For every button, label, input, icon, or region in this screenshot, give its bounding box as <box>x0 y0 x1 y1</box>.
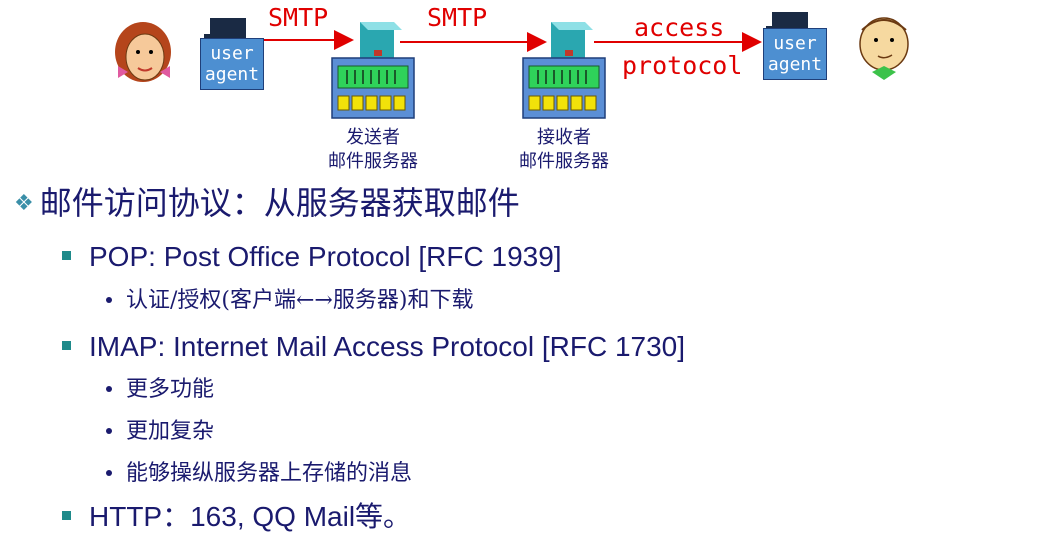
sender-person-icon <box>115 22 171 82</box>
sender-server-label-line1: 发送者 <box>346 127 400 148</box>
square-bullet-icon <box>62 511 71 520</box>
right-user-agent-box: user agent <box>763 28 827 80</box>
left-agent-line2: agent <box>204 64 260 85</box>
imap-subitem-1: 更多功能 <box>106 376 214 404</box>
imap-title: IMAP: Internet Mail Access Protocol [RFC… <box>89 331 686 362</box>
imap-subitem-2: 更加复杂 <box>106 418 214 446</box>
left-user-agent-box: user agent <box>200 38 264 90</box>
imap-subitem-3-text: 能够操纵服务器上存储的消息 <box>126 461 413 486</box>
imap-subitem-1-text: 更多功能 <box>126 377 215 402</box>
smtp-label-1: SMTP <box>268 3 329 32</box>
square-bullet-icon <box>62 251 71 260</box>
receiver-person-icon <box>859 17 909 80</box>
sender-mail-server-icon <box>331 22 415 119</box>
protocol-label: protocol <box>622 51 743 80</box>
pop-item: POP: Post Office Protocol [RFC 1939] <box>62 240 562 274</box>
diamond-bullet-icon: ❖ <box>14 191 34 216</box>
pop-subitem-1: 认证/授权(客户端←→服务器)和下载 <box>106 287 473 315</box>
imap-subitem-2-text: 更加复杂 <box>126 419 215 444</box>
main-heading: ❖邮件访问协议：从服务器获取邮件 <box>14 183 520 224</box>
smtp-label-2: SMTP <box>427 3 488 32</box>
square-bullet-icon <box>62 341 71 350</box>
heading-text: 邮件访问协议：从服务器获取邮件 <box>39 184 520 222</box>
right-agent-line1: user <box>773 33 817 54</box>
http-item: HTTP：163, QQ Mail等。 <box>62 500 411 534</box>
receiver-mail-server-icon <box>522 22 606 119</box>
receiver-server-label: 接收者 邮件服务器 <box>494 126 634 174</box>
sender-server-label-line2: 邮件服务器 <box>328 151 418 172</box>
dot-bullet-icon <box>106 297 112 303</box>
pop-title: POP: Post Office Protocol [RFC 1939] <box>89 241 562 272</box>
left-agent-line1: user <box>210 43 254 64</box>
mail-diagram-graphics <box>115 12 909 119</box>
dot-bullet-icon <box>106 470 112 476</box>
dot-bullet-icon <box>106 386 112 392</box>
dot-bullet-icon <box>106 428 112 434</box>
receiver-server-label-line2: 邮件服务器 <box>519 151 609 172</box>
imap-item: IMAP: Internet Mail Access Protocol [RFC… <box>62 330 685 364</box>
imap-subitem-3: 能够操纵服务器上存储的消息 <box>106 460 412 488</box>
http-title: HTTP：163, QQ Mail等。 <box>89 501 412 532</box>
sender-server-label: 发送者 邮件服务器 <box>303 126 443 174</box>
right-agent-line2: agent <box>767 54 823 75</box>
access-label: access <box>634 13 725 42</box>
pop-subitem-1-text: 认证/授权(客户端←→服务器)和下载 <box>126 288 474 313</box>
receiver-server-label-line1: 接收者 <box>537 127 591 148</box>
